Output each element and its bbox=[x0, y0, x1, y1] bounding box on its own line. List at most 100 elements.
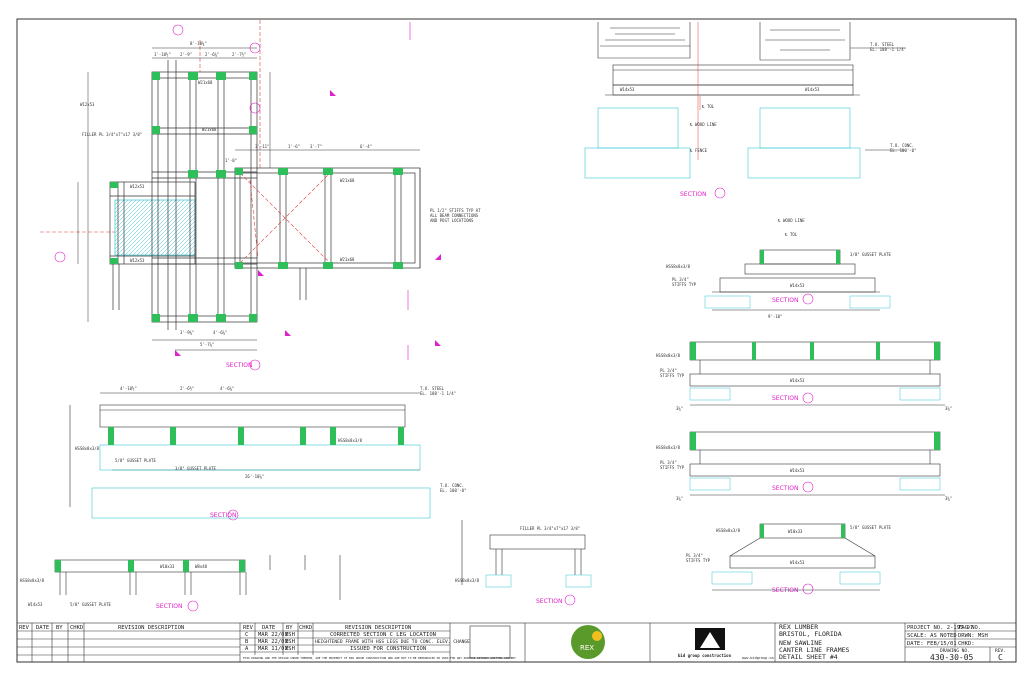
section-label-small: SECTION bbox=[536, 598, 562, 605]
rev-row-a-rev: A bbox=[245, 646, 249, 652]
plan-text: 8'-10⅝" 1'-10½" 2'-9" 2'-6⅝" 2'-7½" W21x… bbox=[80, 41, 481, 347]
drawing-number: 430-30-05 bbox=[930, 653, 974, 662]
plan-note-1: PL 1/2" STIFFS TYP AT bbox=[430, 208, 481, 213]
section-label-d: SECTION bbox=[772, 587, 798, 594]
plan-dim-bottom-3: 5'-7⅝" bbox=[200, 342, 214, 347]
sd-stiffs: PL 3/4" bbox=[686, 553, 703, 558]
long-elevation bbox=[69, 392, 420, 507]
bl-w14: W14x53 bbox=[28, 602, 43, 607]
plan-beam-label-mid: W21x68 bbox=[202, 127, 217, 132]
rev-row-b-desc: HEIGHTENED FRAME WITH HSS LEGS DUE TO CO… bbox=[315, 640, 470, 645]
plan-dim-a: 1'-10½" bbox=[154, 52, 171, 57]
small-section-text: FILLER PL 3/4"x7"x17 3/8" HSS8x8x3/8 bbox=[455, 526, 580, 583]
rev-row-a-date: MAR 11/01 bbox=[258, 646, 288, 652]
plan-dim-b: 2'-9" bbox=[180, 52, 192, 57]
plan-section-labels: SECTION SECTION SECTION SECTION SECTION … bbox=[156, 191, 798, 610]
bottom-left-connections bbox=[55, 560, 245, 572]
ownership-notice: THIS DRAWING AND THE DESIGN SHOWN THEREO… bbox=[243, 656, 516, 660]
right-connections bbox=[690, 250, 940, 538]
section-label-bottom-left: SECTION bbox=[156, 603, 182, 610]
sc-dim-l: 3⅝" bbox=[676, 496, 683, 501]
section-c bbox=[689, 431, 945, 496]
rev-header-chkd-2: CHKD bbox=[299, 625, 313, 631]
tr-wood-line: ℄ WOOD LINE bbox=[689, 122, 717, 127]
sheet-name: DETAIL SHEET #4 bbox=[779, 653, 838, 661]
rev-header-rev: REV bbox=[19, 625, 29, 631]
company-name: bid group construction bbox=[678, 653, 731, 658]
section-b bbox=[689, 341, 945, 406]
sb-stiffs: PL 3/4" bbox=[660, 368, 677, 373]
sa-wood-line: ℄ WOOD LINE bbox=[777, 218, 805, 223]
le-dim-2: 2'-6½" bbox=[180, 386, 194, 391]
rev-header-desc-2: REVISION DESCRIPTION bbox=[345, 625, 412, 631]
plan-dim-bottom-1: 3'-9⅝" bbox=[180, 330, 194, 335]
magenta-ticks bbox=[175, 90, 441, 356]
section-label-long: SECTION bbox=[210, 512, 236, 519]
le-gusset-3-8: 3/8" GUSSET PLATE bbox=[175, 466, 217, 471]
sa-stiffs: PL 3/4" bbox=[672, 277, 689, 282]
drawing-date: DATE: FEB/15/01 bbox=[907, 641, 957, 647]
long-elevation-legs bbox=[108, 427, 404, 445]
section-label-a: SECTION bbox=[772, 297, 798, 304]
bottom-left-section bbox=[54, 555, 341, 600]
bl-beam-4: W8x48 bbox=[195, 564, 208, 569]
plan-dim-overall: 8'-10⅝" bbox=[190, 41, 207, 46]
sd-beam-bot: W14x53 bbox=[790, 560, 805, 565]
tag-number: TAG NO. bbox=[958, 625, 982, 631]
sb-hss: HSS8x8x3/8 bbox=[656, 353, 681, 358]
project-name: NEW SAWLINE bbox=[779, 639, 823, 647]
le-to-steel: T.O. STEEL bbox=[420, 386, 445, 391]
plan-beam-label-right-bot: W21x68 bbox=[340, 257, 355, 262]
top-right-text: W14x53 W14x53 T.O. STEEL EL. 108'-1 1/4"… bbox=[620, 42, 917, 153]
plan-beam-label-top: W21x68 bbox=[198, 80, 213, 85]
plan-beam-label-left-bot: W12x53 bbox=[130, 258, 145, 263]
bl-beam-3: W10x33 bbox=[160, 564, 175, 569]
rev-header-date: DATE bbox=[36, 625, 50, 631]
plan-note-2: ALL BEAM CONNECTIONS bbox=[430, 213, 479, 218]
plan-dim-d: 2'-7½" bbox=[232, 52, 246, 57]
plan-dim-6-4: 6'-4" bbox=[360, 144, 372, 149]
drawing-title: CANTER LINE FRAMES bbox=[779, 646, 850, 654]
tr-fence: ℄ FENCE bbox=[689, 148, 708, 153]
rev-header-desc: REVISION DESCRIPTION bbox=[118, 625, 185, 631]
sd-gusset: 5/8" GUSSET PLATE bbox=[850, 525, 892, 530]
rev-header-rev-2: REV bbox=[243, 625, 253, 631]
sa-hss: HSS8x8x3/8 bbox=[666, 264, 691, 269]
plan-dim-1-6: 1'-6" bbox=[288, 144, 300, 149]
drawing-no-label: DRAWING NO. bbox=[940, 649, 970, 654]
plan-dimensions bbox=[77, 47, 421, 351]
tr-to-conc: T.O. CONC. bbox=[890, 143, 914, 148]
sc-hss: HSS8x8x3/8 bbox=[656, 445, 681, 450]
rev-row-c-date: MAR 22/01 bbox=[258, 632, 288, 638]
ss-hss: HSS8x8x3/8 bbox=[455, 578, 480, 583]
le-gusset-5-8: 5/8" GUSSET PLATE bbox=[115, 458, 157, 463]
sd-beam-top: W10x33 bbox=[788, 529, 803, 534]
rev-row-c-by: MSH bbox=[285, 632, 295, 638]
sc-beam-bot: W14x53 bbox=[790, 468, 805, 473]
top-right-concrete bbox=[584, 107, 861, 179]
plan-callout-w12: W12x53 bbox=[80, 102, 95, 107]
right-sections-text: ℄ WOOD LINE ℄ TOL W14x53 3/8" GUSSET PLA… bbox=[656, 218, 952, 565]
section-b-conc bbox=[689, 387, 941, 401]
plan-dim-3-11: 3'-11" bbox=[255, 144, 269, 149]
plan-bracing bbox=[40, 20, 331, 264]
ss-filler: FILLER PL 3/4"x7"x17 3/8" bbox=[520, 526, 580, 531]
title-block-frame bbox=[16, 622, 1017, 663]
plan-view bbox=[109, 60, 421, 330]
rev-row-b-date: MAR 22/01 bbox=[258, 639, 288, 645]
le-dim-1: 4'-10½" bbox=[120, 386, 137, 391]
rev-row-a-desc: ISSUED FOR CONSTRUCTION bbox=[350, 646, 427, 652]
rev-row-c-rev: C bbox=[245, 632, 249, 638]
rex-logo-sun bbox=[592, 631, 602, 641]
drawn-by: DRWN: MSH bbox=[958, 633, 988, 639]
rev-value: C bbox=[998, 653, 1003, 662]
tr-beam-3: W14x53 bbox=[620, 87, 635, 92]
project-number: PROJECT NO. 2-195-97 bbox=[907, 625, 974, 631]
top-right-centerlines bbox=[697, 22, 701, 160]
sa-gusset: 3/8" GUSSET PLATE bbox=[850, 252, 892, 257]
tr-to-steel: T.O. STEEL bbox=[870, 42, 895, 47]
plan-beam-label-left: W12x53 bbox=[130, 184, 145, 189]
rev-header-by: BY bbox=[56, 625, 63, 631]
